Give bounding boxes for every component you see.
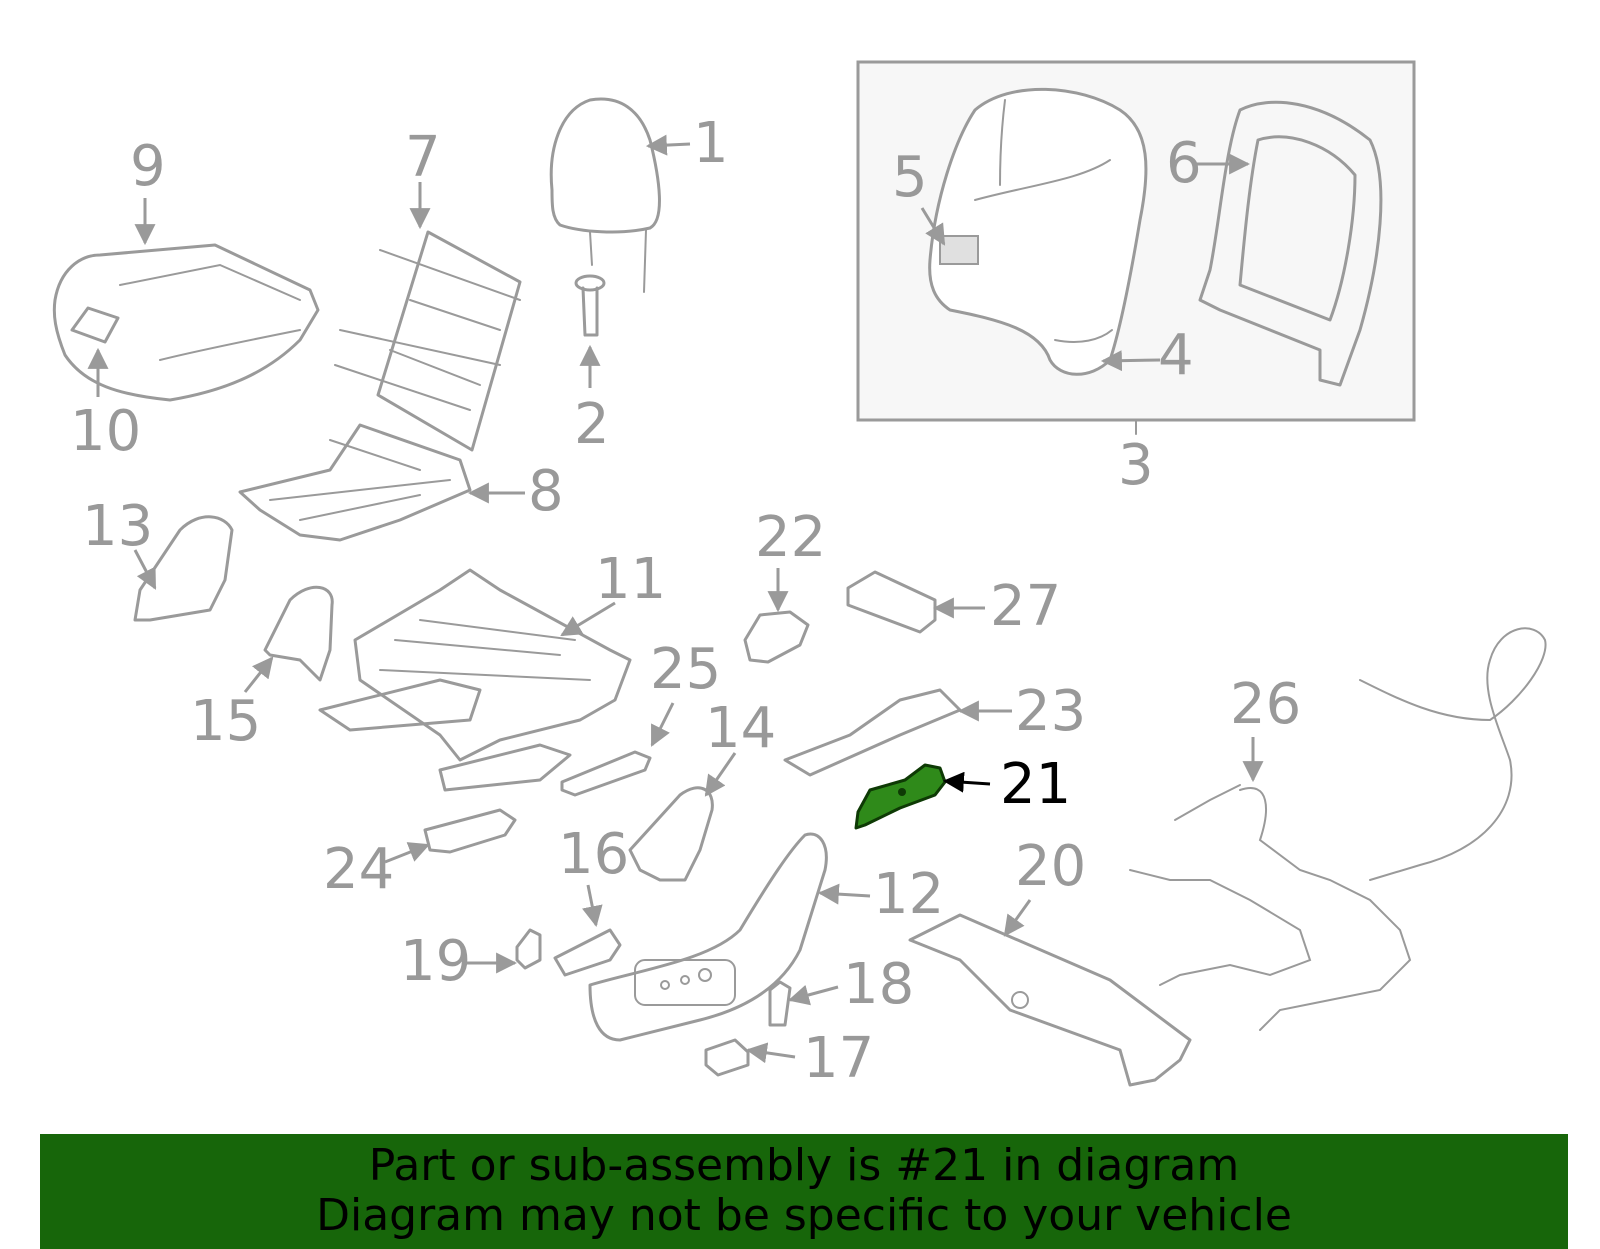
callout-13: 13 [82,494,153,559]
callout-12: 12 [873,862,944,927]
inner-cover-part [628,786,714,882]
callout-1: 1 [693,111,729,176]
seat-track-bracket-part [908,913,1192,1087]
track-cover-small-part [560,750,652,797]
callout-21[interactable]: 21 [1000,752,1071,817]
info-banner: Part or sub-assembly is #21 in diagram D… [40,1134,1568,1249]
headrest-guide-part [574,274,606,337]
callout-25: 25 [650,637,721,702]
callout-17: 17 [803,1026,874,1091]
callout-27: 27 [990,574,1061,639]
parts-diagram: 1 2 3 4 5 6 7 8 9 10 11 12 13 14 15 16 1… [52,60,1547,1091]
callout-7: 7 [405,125,441,190]
callout-15: 15 [190,689,261,754]
callout-26: 26 [1230,672,1301,737]
leader-lines [87,134,1264,1064]
callout-3: 3 [1118,433,1154,498]
callout-11: 11 [595,547,666,612]
seat-frame-part [318,568,632,792]
callout-20: 20 [1015,834,1086,899]
callout-19: 19 [400,929,471,994]
hinge-cover-part [263,585,334,682]
seat-spring-mat-part [334,230,522,452]
latch-part [743,610,810,664]
seat-back-cushion-part [928,87,1148,376]
callout-23: 23 [1015,679,1086,744]
callout-5: 5 [892,145,928,210]
callout-8: 8 [528,459,564,524]
callout-24: 24 [323,837,394,902]
callout-10: 10 [70,399,141,464]
seat-back-label-part [939,235,979,265]
callout-4: 4 [1158,323,1194,388]
track-end-cover-part [423,808,517,854]
side-cover-part [588,832,828,1042]
clip-part [515,928,542,970]
knob-part [704,1038,750,1077]
callout-16: 16 [558,822,629,887]
callout-9: 9 [130,134,166,199]
switch-knob-part [768,980,792,1027]
seat-cushion-label-part [70,306,120,344]
module-part [846,570,937,634]
recliner-cover-part [133,515,234,622]
callout-14: 14 [705,696,776,761]
callout-2: 2 [574,392,610,457]
callout-18: 18 [843,952,914,1017]
banner-line-1: Part or sub-assembly is #21 in diagram [368,1140,1240,1191]
seat-cushion-part [52,243,320,402]
seat-back-frame-part [1198,100,1383,387]
wiring-harness-part [1129,627,1547,1031]
highlighted-part-21[interactable] [854,763,947,830]
callout-22: 22 [755,505,826,570]
track-cover-part [783,688,962,777]
banner-line-2: Diagram may not be specific to your vehi… [316,1190,1292,1241]
switch-part [553,928,622,977]
callout-6: 6 [1166,131,1202,196]
seat-lumbar-part [238,423,472,542]
headrest-part [549,97,661,293]
